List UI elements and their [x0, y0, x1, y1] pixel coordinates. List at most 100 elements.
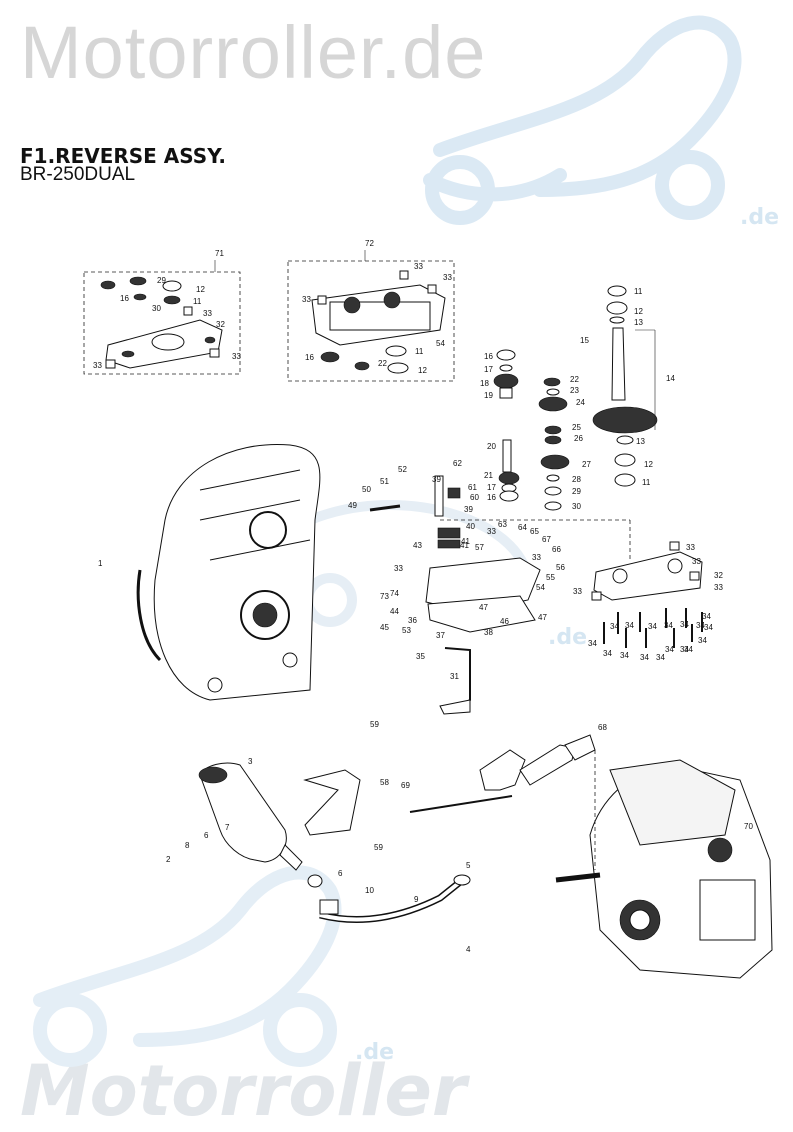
watermark-site-top: Motorroller.de [20, 11, 487, 94]
group-72-box [287, 260, 455, 382]
callout-number: 59 [370, 720, 379, 729]
bolt-icon [603, 608, 703, 648]
callout-number: 11 [415, 347, 424, 356]
callout-number: 34 [625, 621, 634, 630]
callout-number: 34 [610, 622, 619, 631]
callout-number: 54 [536, 583, 545, 592]
callout-number: 27 [582, 460, 591, 469]
callout-number: 16 [120, 294, 129, 303]
model-subtitle: BR-250DUAL [20, 164, 136, 185]
cover-gasket-71 [105, 319, 223, 369]
callout-number: 11 [634, 287, 643, 296]
callout-number: 18 [480, 379, 489, 388]
callout-number: 30 [572, 502, 581, 511]
callout-number: 68 [598, 723, 607, 732]
callout-number: 55 [546, 573, 555, 582]
callout-number: 34 [620, 651, 629, 660]
callout-number: 34 [698, 636, 707, 645]
callout-number: 65 [530, 527, 539, 536]
callout-number: 41 [461, 537, 470, 546]
callout-number: 58 [380, 778, 389, 787]
gear-stack [538, 377, 570, 511]
scooter-watermark-icon [33, 865, 342, 1067]
callout-number: 33 [93, 361, 102, 370]
callout-number: 61 [468, 483, 477, 492]
callout-number: 34 [680, 620, 689, 629]
callout-number: 12 [644, 460, 653, 469]
callout-number: 41 [460, 541, 469, 550]
callout-number: 34 [665, 645, 674, 654]
callout-number: 40 [466, 522, 475, 531]
callout-number: 33 [203, 309, 212, 318]
scooter-watermark-icon [423, 15, 742, 225]
watermark-domain-suffix: .de [355, 1040, 395, 1065]
callout-labels: 7129121630113332333372333333541622111216… [93, 239, 753, 954]
callout-number: 60 [470, 493, 479, 502]
callout-number: 20 [487, 442, 496, 451]
callout-number: 34 [680, 645, 689, 654]
watermark-domain-suffix: .de [548, 625, 588, 650]
callout-number: 57 [475, 543, 484, 552]
callout-number: 59 [374, 843, 383, 852]
callout-number: 9 [414, 895, 419, 904]
callout-number: 12 [634, 307, 643, 316]
callout-number: 12 [418, 366, 427, 375]
callout-number: 28 [572, 475, 581, 484]
callout-number: 2 [166, 855, 171, 864]
crankcase-housing [136, 443, 321, 701]
callout-number: 31 [450, 672, 459, 681]
watermark-domain-suffix: .de [740, 205, 780, 230]
shift-rod-assy [409, 734, 596, 813]
callout-number: 17 [487, 483, 496, 492]
callout-number: 21 [484, 471, 493, 480]
callout-number: 44 [390, 607, 399, 616]
callout-number: 32 [714, 571, 723, 580]
callout-number: 14 [666, 374, 675, 383]
callout-number: 24 [576, 398, 585, 407]
callout-number: 33 [686, 543, 695, 552]
callout-number: 36 [408, 616, 417, 625]
callout-number: 11 [642, 478, 651, 487]
callout-number: 34 [588, 639, 597, 648]
callout-number: 4 [466, 945, 471, 954]
callout-number: 33 [443, 273, 452, 282]
callout-number: 54 [436, 339, 445, 348]
callout-number: 64 [518, 523, 527, 532]
callout-number: 10 [365, 886, 374, 895]
callout-number: 69 [401, 781, 410, 790]
callout-number: 33 [232, 352, 241, 361]
callout-number: 19 [484, 391, 493, 400]
callout-number: 6 [204, 831, 209, 840]
callout-number: 33 [714, 583, 723, 592]
callout-number: 34 [640, 653, 649, 662]
callout-number: 33 [394, 564, 403, 573]
callout-number: 52 [398, 465, 407, 474]
callout-number: 16 [487, 493, 496, 502]
callout-number: 3 [248, 757, 253, 766]
exhaust-pipe [307, 874, 471, 923]
callout-number: 45 [380, 623, 389, 632]
callout-number: 74 [390, 589, 399, 598]
callout-number: 8 [185, 841, 190, 850]
callout-number: 33 [414, 262, 423, 271]
center-case-assy [369, 475, 541, 715]
bearing-icon [100, 276, 220, 369]
watermark-site-bottom: Motorroller [20, 1050, 467, 1132]
callout-number: 33 [692, 557, 701, 566]
callout-number: 34 [696, 621, 705, 630]
gearbox-cover-72 [311, 270, 446, 374]
callout-number: 70 [744, 822, 753, 831]
engine-assembly [555, 759, 773, 979]
callout-number: 33 [487, 527, 496, 536]
page-title: F1.REVERSE ASSY. [20, 144, 226, 168]
callout-number: 47 [479, 603, 488, 612]
callout-number: 33 [573, 587, 582, 596]
callout-number: 33 [302, 295, 311, 304]
callout-number: 38 [484, 628, 493, 637]
callout-number: 5 [466, 861, 471, 870]
callout-number: 72 [365, 239, 374, 248]
callout-number: 53 [402, 626, 411, 635]
right-cover-plate [591, 541, 703, 601]
callout-number: 26 [574, 434, 583, 443]
